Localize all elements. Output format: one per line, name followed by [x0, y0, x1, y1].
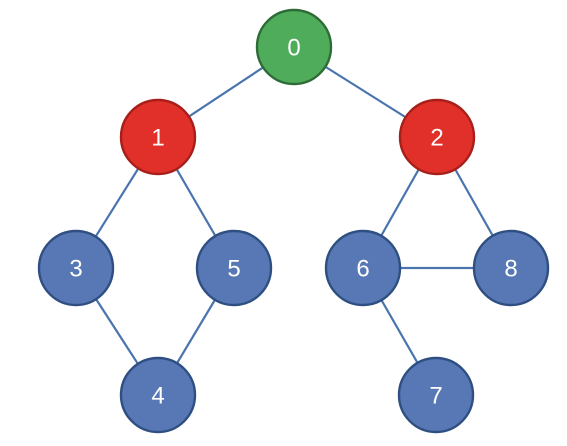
node-circle-3	[37, 229, 115, 307]
nodes-layer: 0 1 2 3 5 4 6 8 7	[37, 8, 550, 434]
node-circle-5	[195, 229, 273, 307]
node-circle-7	[397, 356, 475, 434]
node-circle-0	[255, 8, 333, 86]
node-label-6: 6	[356, 256, 369, 283]
node-4: 4	[119, 356, 197, 434]
node-0: 0	[255, 8, 333, 86]
node-5: 5	[195, 229, 273, 307]
node-label-5: 5	[227, 256, 240, 283]
node-circle-2	[398, 98, 476, 176]
node-1: 1	[119, 98, 197, 176]
node-7: 7	[397, 356, 475, 434]
node-6: 6	[324, 229, 402, 307]
node-label-2: 2	[430, 125, 443, 152]
node-label-8: 8	[504, 256, 517, 283]
node-label-0: 0	[287, 35, 300, 62]
node-label-7: 7	[429, 383, 442, 410]
node-8: 8	[472, 229, 550, 307]
node-circle-8	[472, 229, 550, 307]
node-circle-4	[119, 356, 197, 434]
node-circle-1	[119, 98, 197, 176]
node-circle-6	[324, 229, 402, 307]
node-label-1: 1	[151, 125, 164, 152]
node-2: 2	[398, 98, 476, 176]
node-label-4: 4	[151, 383, 164, 410]
node-3: 3	[37, 229, 115, 307]
edges-layer	[74, 45, 513, 397]
node-label-3: 3	[69, 256, 82, 283]
